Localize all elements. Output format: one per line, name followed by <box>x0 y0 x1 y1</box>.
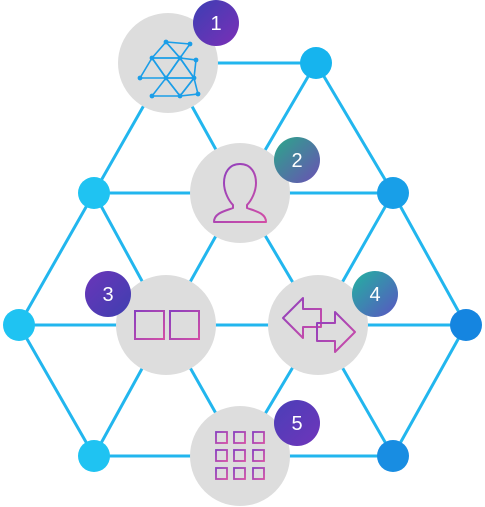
badge-5: 5 <box>274 400 320 446</box>
network-nodes <box>3 47 482 472</box>
edge <box>17 191 96 327</box>
edge <box>314 61 395 195</box>
edge <box>391 191 468 327</box>
badge-3-number: 3 <box>102 284 113 306</box>
node-right <box>450 309 482 341</box>
node-lower-left <box>78 440 110 472</box>
node-lower-right <box>377 440 409 472</box>
edge <box>17 323 96 458</box>
node-left <box>3 309 35 341</box>
badge-1-number: 1 <box>210 13 221 35</box>
open-book-icon <box>134 310 200 340</box>
badge-2-number: 2 <box>291 150 302 172</box>
badge-5-number: 5 <box>291 413 302 435</box>
user-silhouette-icon <box>213 163 267 223</box>
hub-5 <box>190 406 290 506</box>
node-top-right <box>300 47 332 79</box>
badge-1: 1 <box>193 0 239 46</box>
block-grid-icon <box>215 431 265 480</box>
node-upper-right <box>377 177 409 209</box>
badge-4: 4 <box>352 271 398 317</box>
edge <box>391 323 468 458</box>
badge-3: 3 <box>85 271 131 317</box>
badge-2: 2 <box>274 137 320 183</box>
node-upper-left <box>78 177 110 209</box>
hub-1 <box>118 13 218 113</box>
network-triangles-icon <box>137 39 201 99</box>
badge-4-number: 4 <box>369 284 380 306</box>
network-edges <box>17 61 468 458</box>
exchange-arrows-icon <box>282 297 356 353</box>
hub-3 <box>116 275 216 375</box>
